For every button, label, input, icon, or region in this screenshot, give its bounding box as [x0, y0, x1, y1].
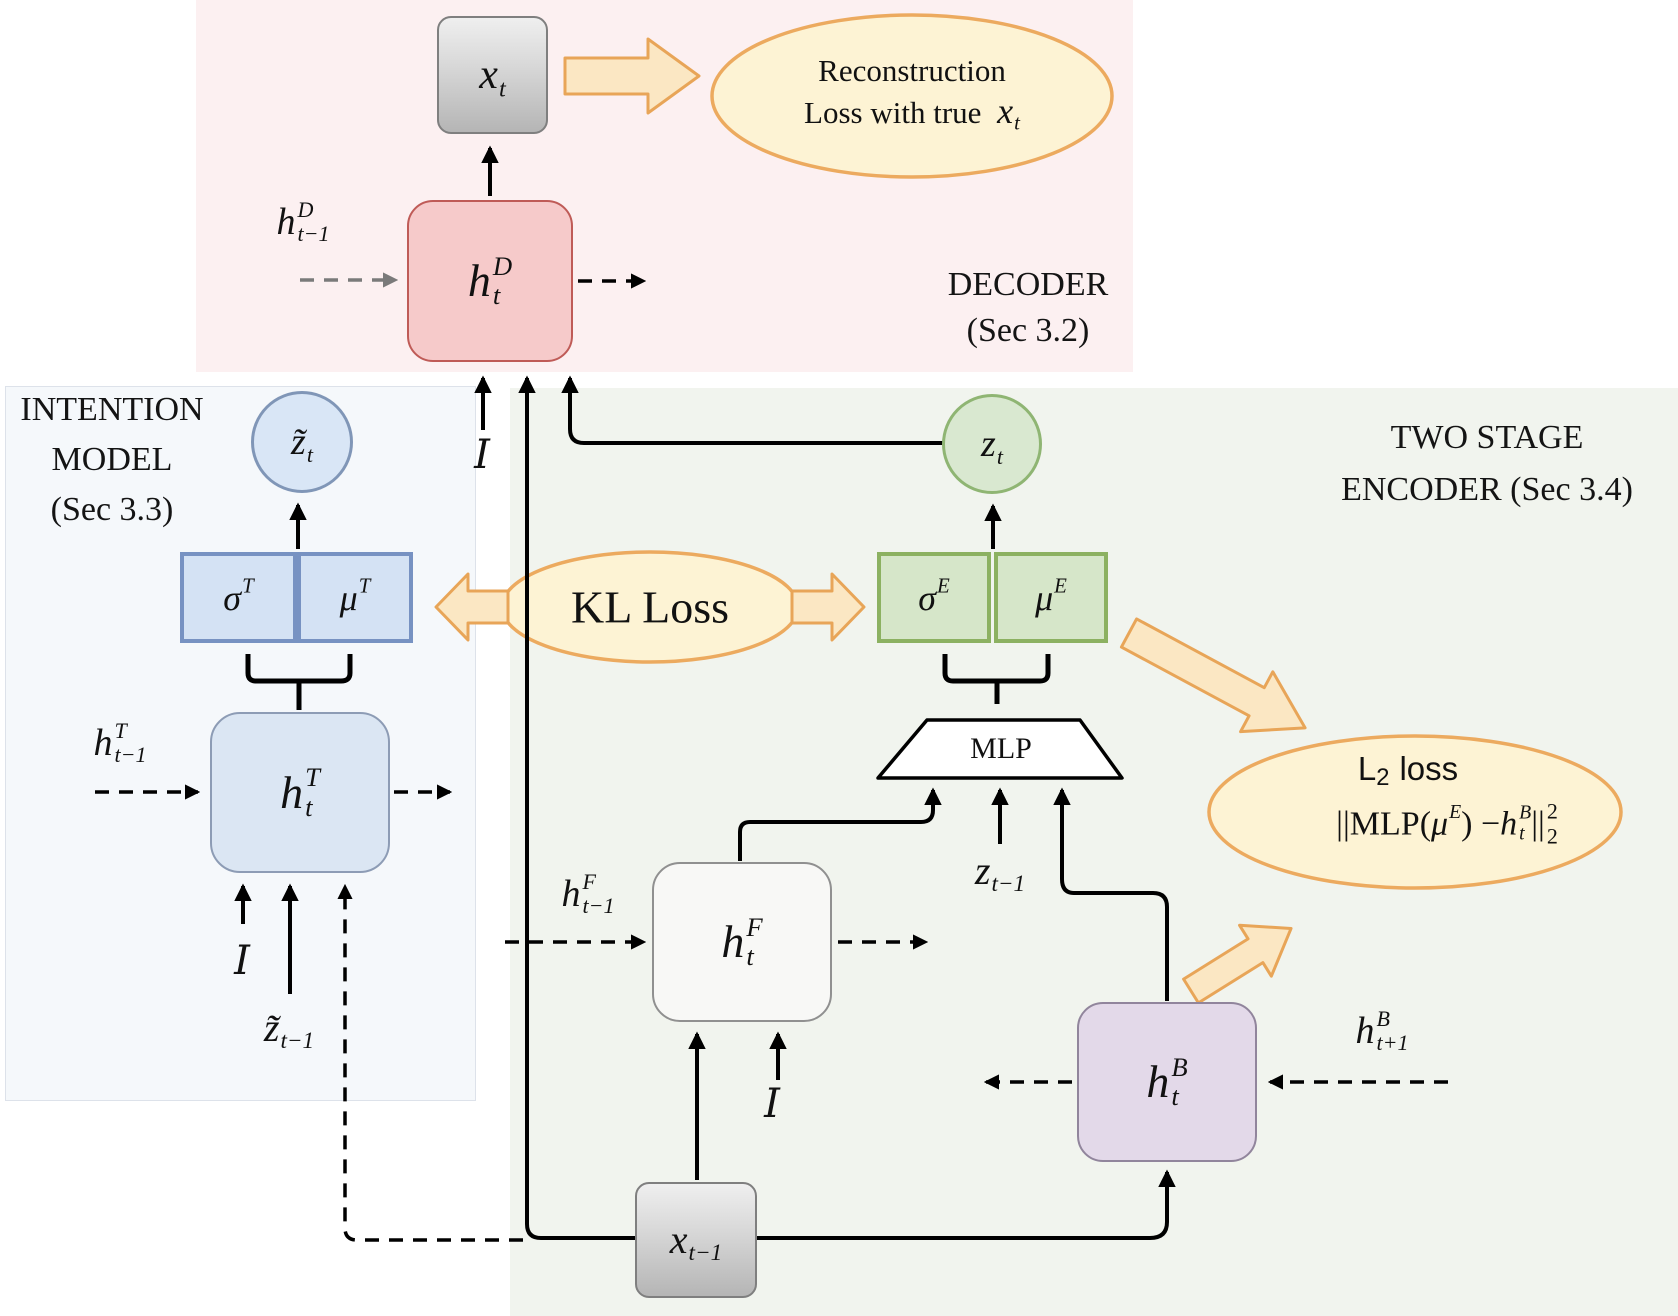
encoder-title-line2: ENCODER (Sec 3.4) — [1341, 471, 1633, 508]
intention-title-line1: INTENTION — [20, 391, 204, 428]
muE-to-l2-arrow — [1119, 617, 1307, 734]
bracket-sigmamuT — [245, 654, 353, 684]
ztilde-tm1-label: z̃t−1 — [263, 1005, 315, 1054]
arrow-xtm1-to-htD — [518, 375, 640, 1240]
xt-to-reconstruction-arrow — [563, 37, 701, 115]
kl-left-arrow — [434, 572, 510, 642]
encoder-title-line1: TWO STAGE — [1390, 419, 1584, 456]
mlp-trapezoid — [876, 718, 1124, 780]
encoder-title: TWO STAGE ENCODER (Sec 3.4) — [1341, 412, 1633, 516]
I-input-decoder: I — [474, 432, 490, 478]
arrow-xtm1-to-htB — [755, 1169, 1176, 1240]
reconstruction-loss-ellipse — [710, 13, 1114, 179]
kl-right-arrow — [790, 572, 866, 642]
arrow-htF-to-mlp — [738, 787, 942, 861]
bracket-sigmamuE — [942, 654, 1051, 684]
decoder-title: DECODER (Sec 3.2) — [948, 262, 1109, 354]
arrow-htB-to-mlp — [1053, 787, 1169, 1001]
I-input-intention: I — [234, 938, 250, 984]
ztilde-node: z̃t — [251, 391, 353, 493]
ztilde-label: z̃t — [291, 421, 313, 467]
htB-to-l2-arrow — [1182, 923, 1293, 1005]
l2-loss-ellipse — [1207, 734, 1623, 890]
decoder-title-line2: (Sec 3.2) — [966, 312, 1090, 349]
dashed-xtm1-to-htT — [337, 883, 523, 1242]
I-input-forward: I — [764, 1081, 780, 1127]
reconstruction-line1: Reconstruction — [818, 53, 1006, 88]
mlp-label: MLP — [970, 732, 1032, 765]
arrow-zt-to-htD — [561, 375, 946, 445]
intention-title-line2: MODEL — [51, 441, 173, 478]
decoder-title-line1: DECODER — [947, 266, 1109, 303]
kl-loss-label: KL Loss — [570, 581, 730, 633]
intention-model-title: INTENTION MODEL (Sec 3.3) — [20, 385, 203, 535]
intention-title-line3: (Sec 3.3) — [50, 491, 174, 528]
